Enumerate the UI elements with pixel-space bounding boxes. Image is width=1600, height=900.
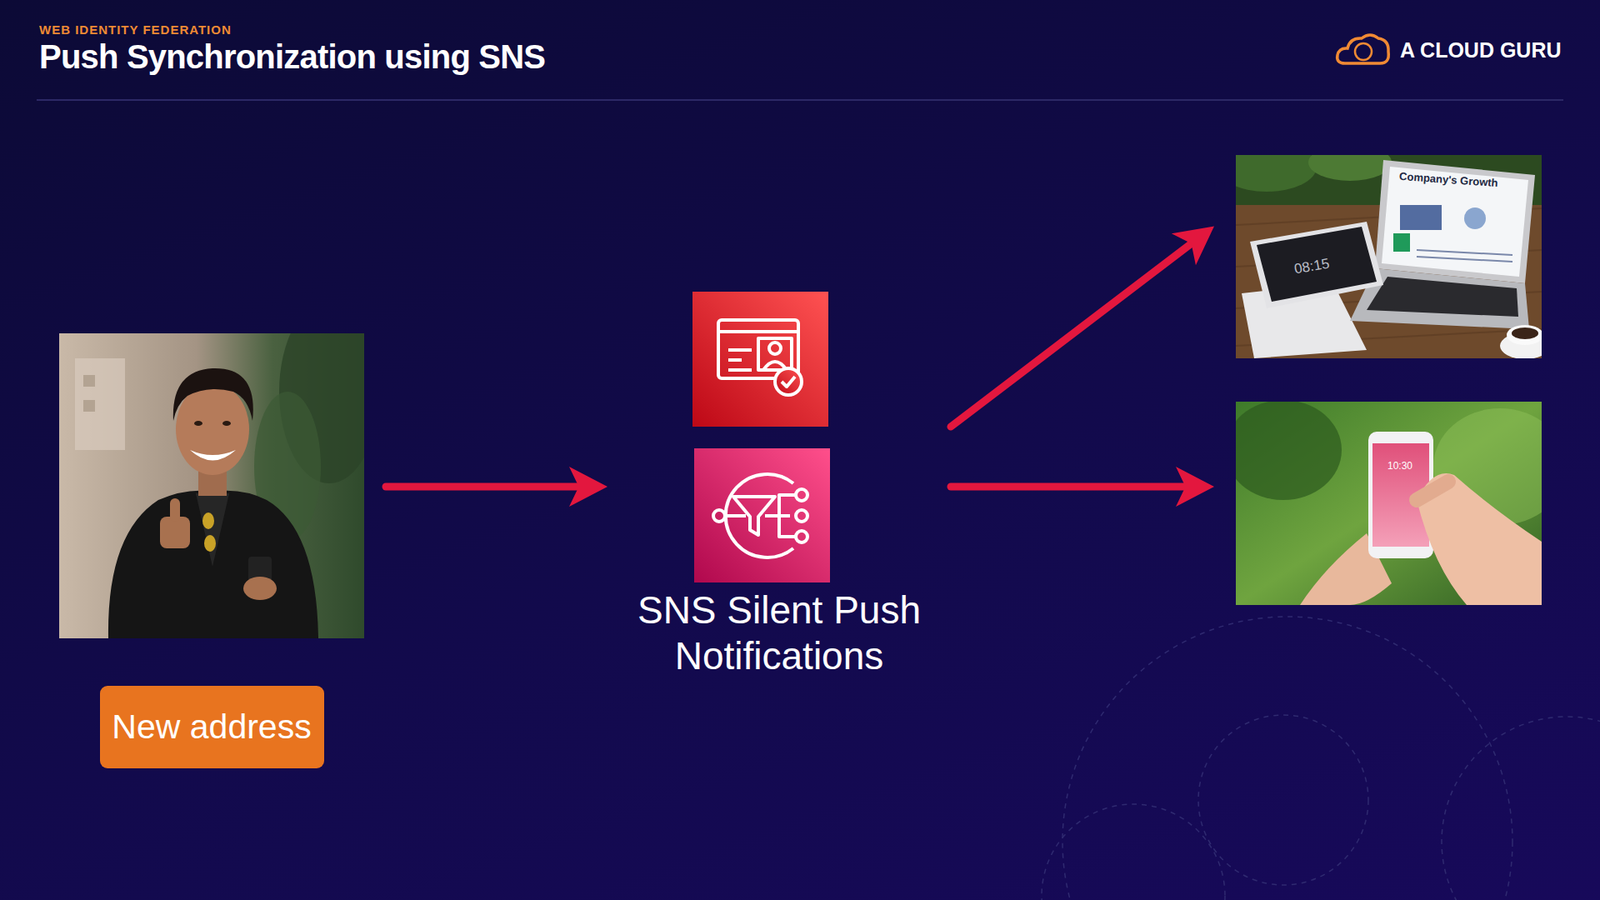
screen-text: Company's Growth (1399, 170, 1499, 190)
slide-title: Push Synchronization using SNS (39, 38, 545, 76)
arrow-head (569, 466, 608, 507)
arrow-head (1175, 466, 1215, 507)
arrow-shaft (950, 242, 1193, 427)
sns-service: SNS Silent Push Notifications (629, 291, 930, 684)
arrow-shaft (385, 483, 581, 491)
flow-arrow (385, 466, 608, 507)
arrow-head (1171, 225, 1215, 265)
service-label: SNS Silent Push Notifications (629, 587, 930, 680)
phone-photo (1235, 401, 1542, 605)
phone-device: 10:30 (1235, 401, 1542, 605)
flow-arrow (950, 466, 1215, 507)
decor-circles (1041, 616, 1600, 900)
laptop-photo (1235, 155, 1542, 359)
flow-arrow (950, 225, 1215, 427)
laptop-device: Company's Growth 08:15 (1235, 155, 1542, 359)
header-rule (36, 99, 1564, 101)
tablet-clock: 08:15 (1293, 255, 1331, 278)
person-photo (59, 333, 365, 639)
section-kicker: WEB IDENTITY FEDERATION (39, 22, 232, 37)
logo-cloud (1337, 35, 1390, 64)
address-badge: New address (100, 685, 325, 769)
phone-clock: 10:30 (1387, 460, 1413, 472)
user-card: New address (59, 333, 365, 769)
logo-text: A CLOUD GURU (1400, 38, 1562, 63)
cognito-icon (692, 291, 829, 427)
arrow-shaft (950, 483, 1188, 491)
sns-icon (694, 448, 830, 583)
